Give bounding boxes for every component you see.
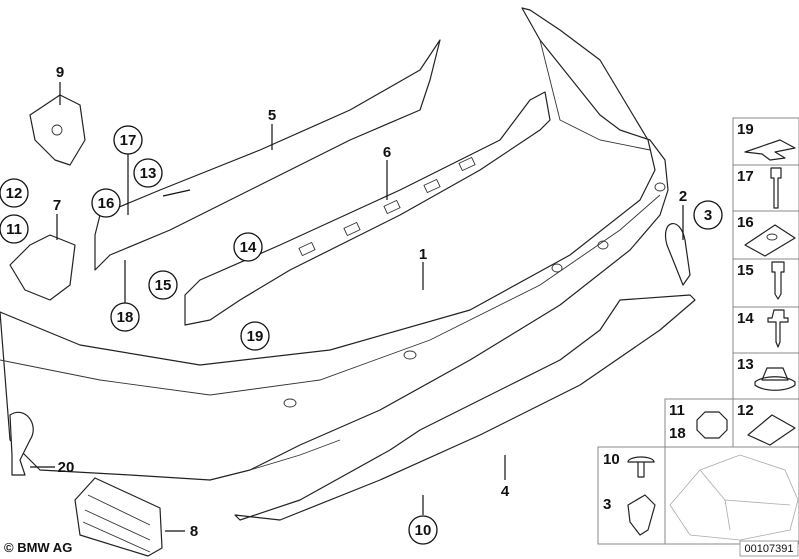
legend-number: 3	[603, 496, 611, 513]
callout-16[interactable]: 16	[91, 188, 121, 218]
screw-icon	[771, 261, 785, 300]
legend-item-15[interactable]: 15	[737, 261, 785, 300]
callout-17[interactable]: 17	[113, 125, 143, 155]
hex-nut-icon	[696, 411, 728, 439]
callout-number: 12	[6, 185, 23, 202]
bumper-carrier-upper-part[interactable]	[94, 39, 441, 271]
legend-number: 12	[737, 402, 754, 419]
drawing-number: 00107391	[745, 543, 794, 555]
park-sensor-hole	[551, 263, 563, 273]
legend-number: 17	[737, 168, 754, 185]
bumper-trim-part[interactable]	[0, 7, 669, 481]
tow-hook-cap-part[interactable]	[665, 222, 691, 286]
callout-14[interactable]: 14	[233, 232, 263, 262]
expanding-rivet-icon	[627, 494, 656, 536]
label-8[interactable]: 8	[190, 523, 198, 540]
clip-nut-icon	[744, 224, 796, 257]
bumper-contour-line	[249, 439, 341, 471]
callout-number: 11	[6, 221, 22, 238]
gasket-hole	[51, 124, 63, 136]
label-4[interactable]: 4	[501, 483, 510, 500]
callout-number: 13	[140, 165, 157, 182]
callout-13[interactable]: 13	[133, 158, 163, 188]
callout-19[interactable]: 19	[240, 321, 270, 351]
legend-number: 19	[737, 121, 754, 138]
label-2[interactable]: 2	[679, 188, 687, 205]
callout-number: 14	[240, 239, 257, 256]
car-thumbnail	[669, 454, 799, 541]
callout-12[interactable]: 12	[0, 178, 29, 208]
callout-18[interactable]: 18	[110, 302, 140, 332]
hook-part[interactable]	[9, 411, 34, 476]
clip-nut-icon	[747, 414, 796, 446]
label-7[interactable]: 7	[53, 197, 61, 214]
callout-number: 15	[155, 277, 172, 294]
copyright: © BMW AG	[4, 540, 72, 555]
grille-slats	[82, 494, 151, 553]
bumper-contour-line	[0, 194, 661, 396]
label-5[interactable]: 5	[268, 107, 276, 124]
callout-3[interactable]: 3	[693, 200, 723, 230]
gasket-part[interactable]	[29, 94, 86, 166]
clip-icon	[744, 139, 796, 161]
legend-item-11-18[interactable]: 11 18	[669, 402, 728, 442]
legend-number: 10	[603, 451, 620, 468]
bracket-part[interactable]	[9, 234, 76, 301]
leader-lines	[30, 82, 684, 532]
grille-part[interactable]	[74, 477, 163, 557]
park-sensor-hole	[403, 350, 417, 360]
bumper-carrier-lower-part[interactable]	[184, 91, 551, 326]
legend-item-14[interactable]: 14	[737, 309, 789, 348]
legend-item-16[interactable]: 16	[737, 214, 796, 257]
callout-number: 17	[120, 132, 137, 149]
callout-number: 10	[415, 522, 432, 539]
bolt-icon	[770, 167, 782, 209]
park-sensor-hole	[597, 240, 609, 250]
legend-number: 14	[737, 310, 754, 327]
callout-number: 3	[704, 207, 712, 224]
diffuser-trim-part[interactable]	[234, 294, 696, 521]
legend-number: 13	[737, 356, 754, 373]
legend-item-10-3[interactable]: 10 3	[603, 451, 656, 536]
clip-nut-hole	[766, 233, 778, 241]
park-sensor-hole	[283, 398, 297, 408]
legend-item-17[interactable]: 17	[737, 167, 782, 209]
callout-10[interactable]: 10	[408, 515, 438, 545]
legend-number: 16	[737, 214, 754, 231]
label-20[interactable]: 20	[58, 459, 75, 476]
legend-number: 18	[669, 425, 686, 442]
drawing-number-box	[739, 540, 799, 557]
callout-15[interactable]: 15	[148, 270, 178, 300]
callout-11[interactable]: 11	[0, 214, 29, 244]
carrier-slots	[298, 156, 476, 257]
label-1[interactable]: 1	[419, 246, 427, 263]
callout-number: 19	[247, 328, 264, 345]
callout-number: 16	[98, 195, 115, 212]
expanding-rivet-icon	[627, 456, 655, 478]
flange-nut-icon	[754, 367, 796, 391]
bumper-contour-line	[539, 39, 651, 151]
label-6[interactable]: 6	[383, 144, 391, 161]
callout-number: 18	[117, 309, 134, 326]
collar-screw-icon	[767, 309, 789, 348]
legend-number: 15	[737, 262, 754, 279]
label-9[interactable]: 9	[56, 64, 64, 81]
legend-item-13[interactable]: 13	[737, 356, 796, 391]
legend-item-19[interactable]: 19	[737, 121, 796, 161]
legend-number: 11	[669, 402, 685, 419]
legend-item-12[interactable]: 12	[737, 402, 796, 446]
park-sensor-hole	[654, 182, 666, 192]
